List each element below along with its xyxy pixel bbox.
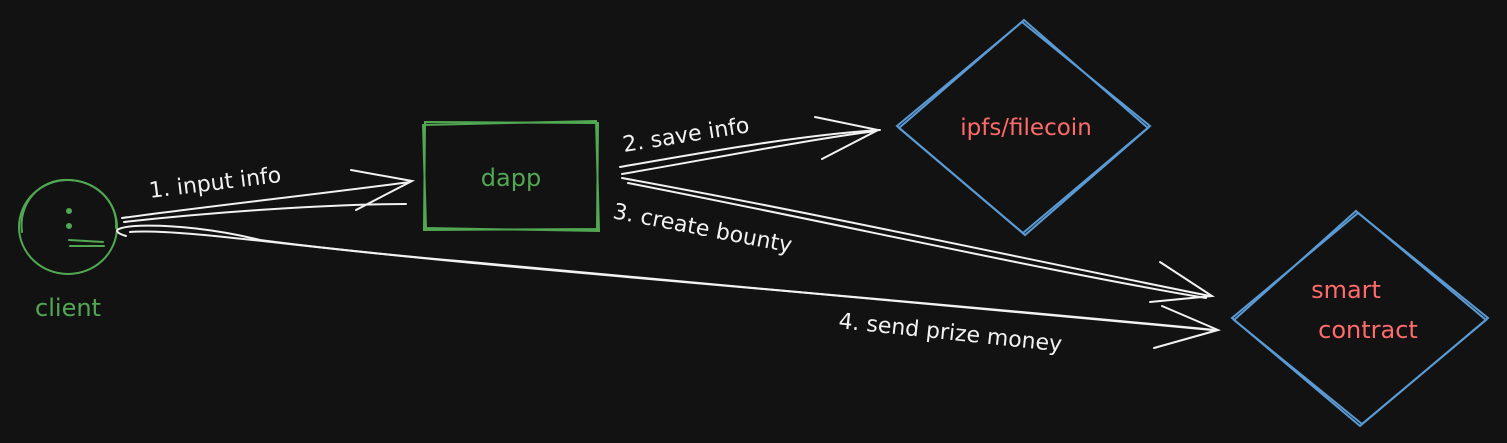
arrow-input-info [121,169,416,223]
label-create-bounty: 3. create bounty [611,199,794,258]
edge-input-info: 1. input info [121,163,416,223]
contract-label-line1: smart [1311,276,1381,304]
arrow-save-info [619,116,881,175]
ipfs-label: ipfs/filecoin [960,115,1092,141]
dapp-label: dapp [481,164,541,192]
client-label: client [35,294,101,322]
edge-send-prize-money: 4. send prize money [116,224,1221,357]
contract-diamond [1230,209,1490,428]
arrow-create-bounty [621,177,1215,303]
dapp-node: dapp [421,119,601,233]
edge-save-info: 2. save info [619,113,881,175]
dapp-box [421,119,601,233]
contract-label-line2: contract [1318,316,1418,344]
label-send-prize-money: 4. send prize money [837,309,1063,357]
label-save-info: 2. save info [621,113,751,158]
arrow-send-prize-money [116,224,1221,349]
ipfs-diamond [895,18,1152,237]
neutral-face-icon [18,178,118,275]
ipfs-filecoin-node: ipfs/filecoin [895,18,1152,237]
smart-contract-node: smart contract [1230,209,1490,428]
client-node: client [18,178,118,322]
label-input-info: 1. input info [148,163,283,204]
